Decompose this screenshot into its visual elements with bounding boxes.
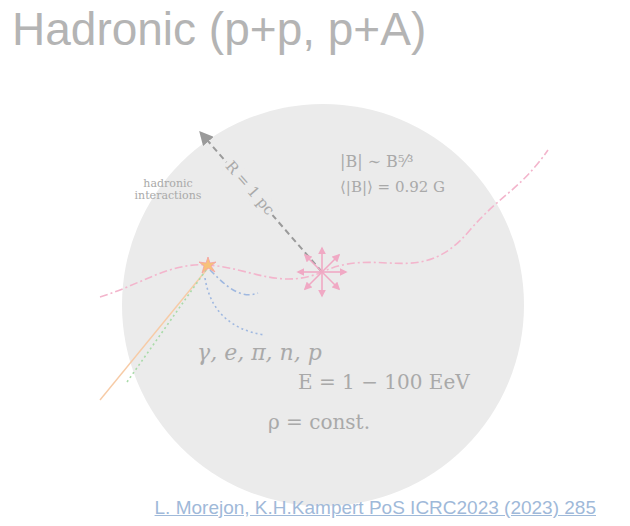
particle-track [100,150,548,297]
slide-title: Hadronic (p+p, p+A) [12,2,426,56]
region-fill [122,104,524,506]
radius-arrow [201,133,322,272]
interaction-label: hadronic interactions [128,178,208,202]
secondary-track [127,270,206,382]
photon-track [100,268,208,400]
circle-outline [122,104,524,506]
secondary-track [210,270,258,295]
secondary-track [205,278,265,335]
secondaries-label: γ, e, π, n, p [197,340,322,366]
density-label: ρ = const. [268,410,370,434]
citation-link: L. Morejon, K.H.Kampert PoS ICRC2023 (20… [155,497,596,519]
energy-range: E = 1 − 100 EeV [298,370,470,394]
field-scaling: |B| ∼ B⁵⁄³ [340,152,413,171]
injection-burst [298,248,346,296]
region-circle: R = 1 pc|B| ∼ B⁵⁄³⟨|B|⟩ = 0.92 Ghadronic… [122,104,524,506]
interaction-star [199,257,216,273]
field-mean: ⟨|B|⟩ = 0.92 G [340,178,445,196]
